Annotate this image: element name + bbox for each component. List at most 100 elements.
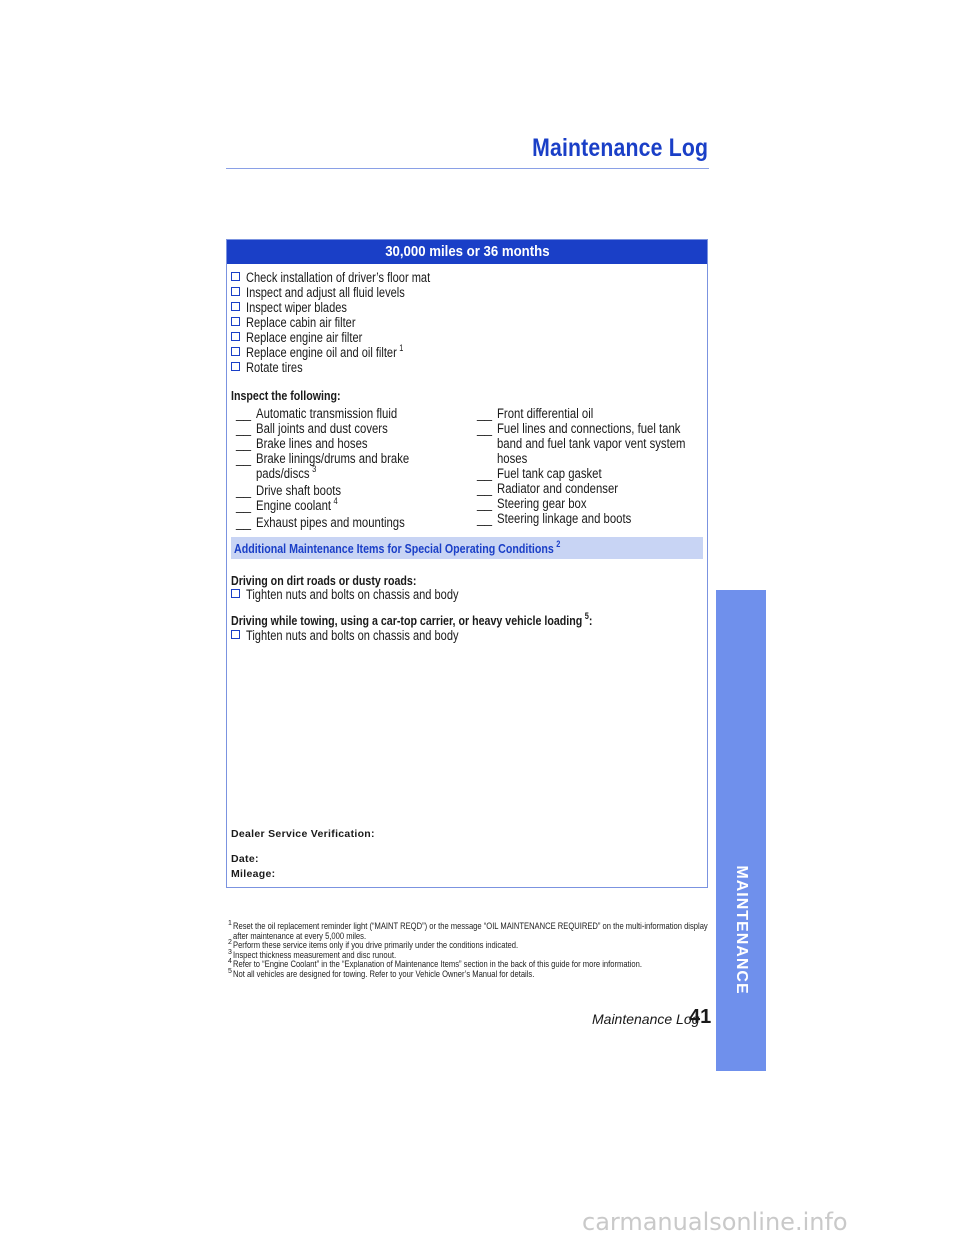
checklist-item-label: Check installation of driver’s floor mat <box>246 270 431 285</box>
checklist-item: Rotate tires <box>231 360 471 375</box>
footnote-ref: 4 <box>333 496 338 506</box>
checklist-item: Replace cabin air filter <box>231 315 471 330</box>
blank-line: __ <box>236 451 252 466</box>
dealer-verification-label: Dealer Service Verification: <box>231 828 375 840</box>
inspect-item-label: Brake lines and hoses <box>256 436 368 451</box>
blank-line: __ <box>236 436 252 451</box>
checkbox-icon[interactable] <box>231 347 240 356</box>
condition-heading: Driving on dirt roads or dusty roads: <box>231 573 457 588</box>
checkbox-icon[interactable] <box>231 317 240 326</box>
checkbox-icon[interactable] <box>231 589 240 598</box>
condition-item: Tighten nuts and bolts on chassis and bo… <box>231 628 505 643</box>
condition-heading: Driving while towing, using a car-top ca… <box>231 611 672 628</box>
title-divider <box>226 168 709 169</box>
footnote-text: Reset the oil replacement reminder light… <box>233 921 708 942</box>
inspect-item: __ Brake linings/drums and brake pads/dis… <box>236 451 456 483</box>
inspect-item-label: Ball joints and dust covers <box>256 421 388 436</box>
checklist-item-label: Replace engine air filter <box>246 330 363 345</box>
blank-line: __ <box>236 498 252 513</box>
footnote-number: 1 <box>228 920 232 927</box>
inspect-item-text: Engine coolant <box>256 498 332 513</box>
inspect-item: __ Steering linkage and boots <box>477 511 697 526</box>
inspect-item-label: Exhaust pipes and mountings <box>256 515 405 530</box>
inspect-item-text: Brake linings/drums and brake pads/discs <box>256 451 410 481</box>
condition-heading-suffix: : <box>588 613 593 628</box>
checklist-item-label: Rotate tires <box>246 360 303 375</box>
inspect-item: __ Exhaust pipes and mountings <box>236 515 456 530</box>
watermark: carmanualsonline.info <box>582 1208 848 1236</box>
inspect-item: __ Fuel lines and connections, fuel tank … <box>477 421 697 466</box>
blank-line: __ <box>477 406 493 421</box>
page-title: Maintenance Log <box>531 134 708 162</box>
inspect-item: __ Front differential oil <box>477 406 697 421</box>
checklist-item: Check installation of driver’s floor mat <box>231 270 471 285</box>
interval-header-label: 30,000 miles or 36 months <box>384 243 550 260</box>
inspect-heading-label: Inspect the following: <box>231 388 341 403</box>
blank-line: __ <box>236 406 252 421</box>
checkbox-icon[interactable] <box>231 362 240 371</box>
checkbox-icon[interactable] <box>231 302 240 311</box>
date-label: Date: <box>231 853 259 865</box>
footnote-number: 5 <box>228 967 232 975</box>
additional-items-title: Additional Maintenance Items for Special… <box>234 541 554 556</box>
blank-line: __ <box>236 483 252 498</box>
checklist-item-label: Replace cabin air filter <box>246 315 356 330</box>
condition-heading-label: Driving on dirt roads or dusty roads: <box>231 573 417 588</box>
blank-line: __ <box>477 466 493 481</box>
inspect-item-label: Fuel tank cap gasket <box>497 466 602 481</box>
footnote-ref: 3 <box>312 464 317 474</box>
section-tab-label: MAINTENANCE <box>733 865 750 995</box>
footnote-text: Inspect thickness measurement and disc r… <box>233 949 397 961</box>
blank-line: __ <box>477 511 493 526</box>
blank-line: __ <box>236 421 252 436</box>
footnote-text: Not all vehicles are designed for towing… <box>233 968 535 980</box>
checkbox-icon[interactable] <box>231 272 240 281</box>
condition-item-label: Tighten nuts and bolts on chassis and bo… <box>246 587 459 602</box>
footnote-ref: 2 <box>556 539 561 549</box>
inspect-item: __ Drive shaft boots <box>236 483 456 498</box>
inspect-item-label: Fuel lines and connections, fuel tank ba… <box>497 421 686 466</box>
footnote-ref: 1 <box>399 343 404 353</box>
additional-items-bar: Additional Maintenance Items for Special… <box>231 537 703 559</box>
inspect-item-label: Steering gear box <box>497 496 587 511</box>
condition-heading-label: Driving while towing, using a car-top ca… <box>231 611 593 628</box>
inspect-item-label: Front differential oil <box>497 406 594 421</box>
checklist-item: Inspect and adjust all fluid levels <box>231 285 471 300</box>
condition-item-label: Tighten nuts and bolts on chassis and bo… <box>246 628 459 643</box>
section-tab[interactable]: MAINTENANCE <box>716 590 766 1071</box>
inspect-item-label: Steering linkage and boots <box>497 511 632 526</box>
checklist-item: Inspect wiper blades <box>231 300 471 315</box>
blank-line: __ <box>477 481 493 496</box>
inspect-item: __Automatic transmission fluid <box>236 406 456 421</box>
checklist-item-label: Inspect wiper blades <box>246 300 347 315</box>
blank-line: __ <box>477 421 493 436</box>
condition-item: Tighten nuts and bolts on chassis and bo… <box>231 587 505 602</box>
maintenance-box: 30,000 miles or 36 months Check installa… <box>226 239 708 888</box>
footnote-number: 2 <box>228 939 232 946</box>
checklist-item-text: Replace engine oil and oil filter <box>246 345 397 360</box>
blank-line: __ <box>236 515 252 530</box>
checkbox-icon[interactable] <box>231 332 240 341</box>
inspect-column-right: __ Front differential oil __ Fuel lines an… <box>477 406 697 526</box>
footnote-text: Refer to “Engine Coolant” in the “Explan… <box>233 959 642 970</box>
service-checklist: Check installation of driver’s floor mat… <box>231 270 471 375</box>
inspect-item-label: Brake linings/drums and brake pads/discs… <box>256 451 454 483</box>
page-number: 41 <box>689 1006 712 1028</box>
inspect-item-label: Radiator and condenser <box>497 481 619 496</box>
inspect-item-label: Drive shaft boots <box>256 483 342 498</box>
inspect-item: __ Radiator and condenser <box>477 481 697 496</box>
inspect-item: __ Fuel tank cap gasket <box>477 466 697 481</box>
interval-header: 30,000 miles or 36 months <box>227 240 707 264</box>
footnote-number: 4 <box>228 958 232 965</box>
condition-heading-text: Driving while towing, using a car-top ca… <box>231 613 583 628</box>
checkbox-icon[interactable] <box>231 287 240 296</box>
footer-section-label: Maintenance Log <box>592 1011 700 1027</box>
checklist-item: Replace engine air filter <box>231 330 471 345</box>
checkbox-icon[interactable] <box>231 630 240 639</box>
